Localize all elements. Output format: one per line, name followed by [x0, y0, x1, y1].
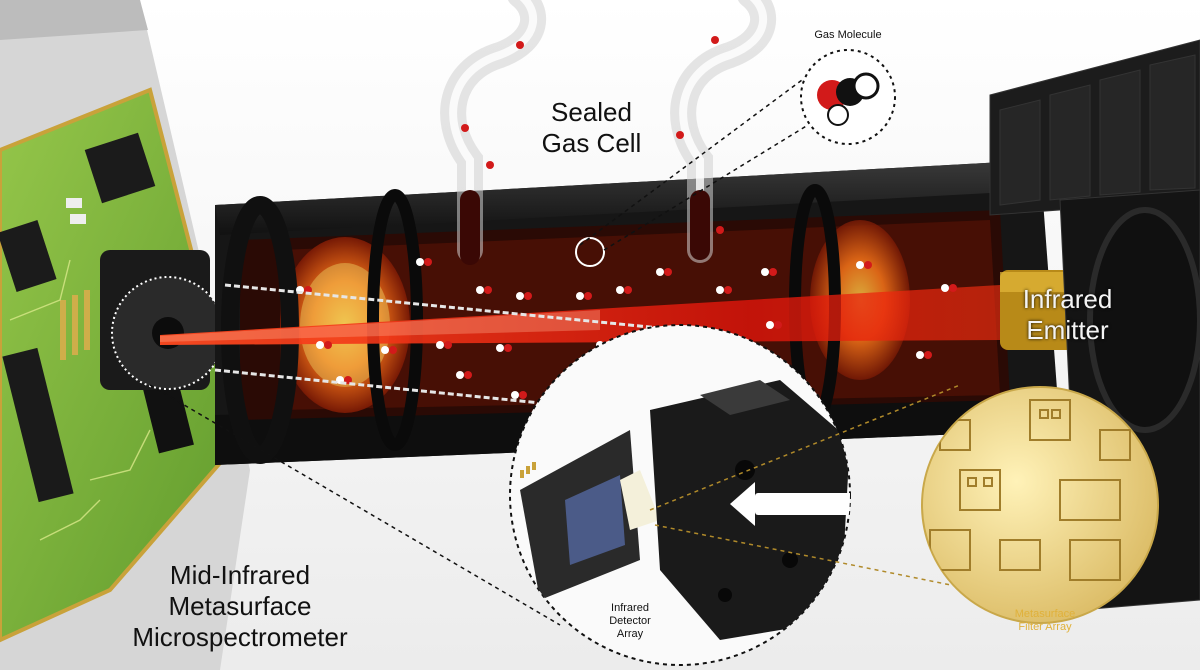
callout-links [214, 283, 681, 407]
filter-array-line-2: Filter Array [1018, 621, 1072, 633]
microspectrometer-label: Mid-Infrared Metasurface Microspectromet… [110, 560, 370, 653]
detector-sensor-window [565, 475, 625, 565]
gas-inlet-tubes [440, 0, 777, 265]
sealed-gas-cell-line-2: Gas Cell [541, 128, 642, 158]
pcb-chip [84, 132, 156, 204]
heatsink [989, 39, 1200, 611]
detector-array-line-3: Array [616, 628, 644, 640]
filter-zoom [921, 386, 1159, 624]
pcb-ic [2, 347, 74, 503]
pcb-chip [0, 220, 57, 292]
detector-array-label: Infrared Detector Array [590, 602, 670, 641]
detector-module [100, 250, 225, 390]
infrared-emitter-line-1: Infrared [1022, 284, 1113, 314]
detector-array-line-1: Infrared [611, 602, 649, 614]
molecule-atom [852, 72, 880, 100]
beam-input-arrow [755, 493, 850, 515]
sealed-gas-cell-label: Sealed Gas Cell [524, 97, 659, 159]
microspectrometer-line-1: Mid-Infrared [169, 560, 311, 590]
label-leaders [149, 384, 1001, 626]
detector-array-line-2: Detector [609, 615, 651, 627]
infrared-emitter-line-2: Emitter [1026, 315, 1109, 345]
detector-zoom [509, 324, 851, 666]
filter-array-label: Metasurface Filter Array [990, 608, 1100, 634]
infrared-emitter-label: Infrared Emitter [1000, 284, 1135, 346]
infrared-beam [160, 285, 1000, 345]
microspectrometer-line-2: Metasurface [168, 591, 312, 621]
gas-molecule-callout [575, 49, 896, 267]
microspectrometer-line-3: Microspectrometer [132, 622, 348, 652]
sealed-gas-cell-line-1: Sealed [551, 97, 632, 127]
gas-molecule-label: Gas Molecule [814, 29, 882, 41]
filter-array-line-1: Metasurface [1014, 608, 1076, 620]
